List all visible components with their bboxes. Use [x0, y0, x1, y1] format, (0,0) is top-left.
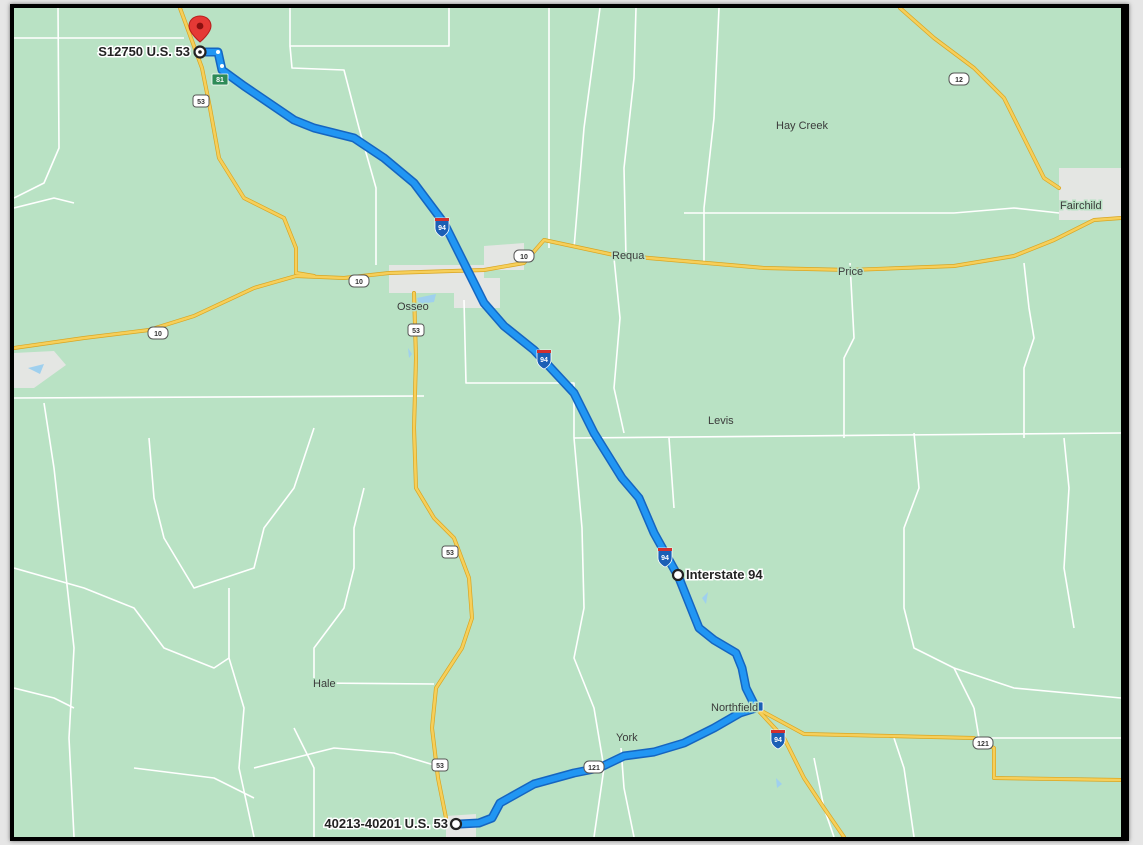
svg-text:94: 94 [661, 555, 669, 562]
shield-us53-b: 53 [407, 323, 425, 337]
place-label-levis: Levis [708, 415, 734, 427]
svg-text:94: 94 [438, 225, 446, 232]
svg-text:53: 53 [197, 99, 205, 106]
place-label-hay-creek: Hay Creek [776, 120, 828, 132]
shield-us12: 12 [948, 72, 970, 86]
via-marker-icon[interactable] [671, 568, 685, 582]
place-label-york: York [616, 732, 638, 744]
place-label-fairchild: Fairchild [1060, 200, 1102, 212]
water-features [28, 294, 782, 788]
svg-text:121: 121 [977, 741, 989, 748]
shield-i94-b: 94 [536, 349, 552, 370]
minor-roads [14, 8, 1121, 837]
place-label-hale: Hale [313, 678, 336, 690]
map-canvas[interactable]: 53 53 53 53 10 10 10 12 [14, 8, 1121, 837]
shield-us53-d: 53 [431, 758, 449, 772]
svg-text:10: 10 [520, 254, 528, 261]
via-marker-label[interactable]: Interstate 94 [685, 566, 765, 584]
interchange-icon [753, 701, 764, 712]
end-marker-icon[interactable] [449, 817, 463, 831]
svg-text:53: 53 [446, 550, 454, 557]
start-marker-icon[interactable] [193, 45, 207, 59]
shield-us53-a: 53 [192, 94, 210, 108]
highways [14, 8, 1121, 837]
town-area-fairchild [1059, 168, 1121, 220]
place-label-requa: Requa [612, 250, 645, 262]
place-label-osseo: Osseo [397, 301, 429, 313]
shield-hwy121-a: 121 [583, 760, 605, 774]
shield-us10-c: 10 [513, 249, 535, 263]
shield-us10-a: 10 [348, 274, 370, 288]
svg-text:12: 12 [955, 77, 963, 84]
svg-text:94: 94 [540, 357, 548, 364]
shield-i94-d: 94 [770, 729, 786, 750]
svg-text:121: 121 [588, 765, 600, 772]
svg-text:53: 53 [412, 328, 420, 335]
shield-i94-a: 94 [434, 217, 450, 238]
shield-us10-b: 10 [147, 326, 169, 340]
shield-hwy121-b: 121 [972, 736, 994, 750]
start-pin-icon[interactable] [188, 15, 212, 43]
shield-hwy81: 81 [211, 73, 229, 86]
svg-text:10: 10 [355, 279, 363, 286]
svg-text:53: 53 [436, 763, 444, 770]
map-base-layer: 53 53 53 53 10 10 10 12 [14, 8, 1121, 837]
svg-text:94: 94 [774, 737, 782, 744]
end-marker-label[interactable]: 40213-40201 U.S. 53 [323, 815, 450, 833]
start-marker-label[interactable]: S12750 U.S. 53 [97, 43, 192, 61]
svg-text:10: 10 [154, 331, 162, 338]
svg-text:81: 81 [216, 77, 224, 84]
place-label-price: Price [838, 266, 863, 278]
shield-i94-c: 94 [657, 547, 673, 568]
shield-us53-c: 53 [441, 545, 459, 559]
place-label-northfield: Northfield [711, 702, 758, 714]
